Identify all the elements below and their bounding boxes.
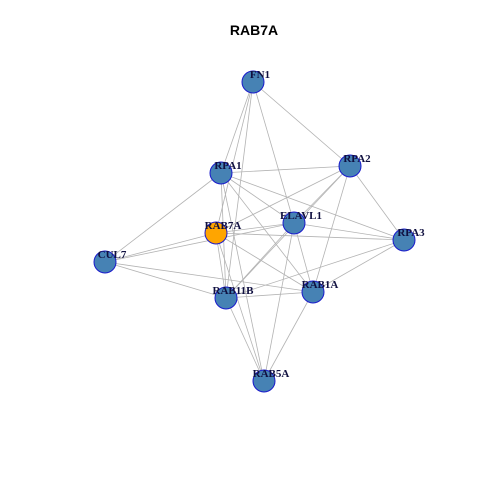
node-rab1a	[301, 280, 325, 304]
edge-rab7a-rpa3	[215, 232, 405, 241]
edge-rab1a-rab5a	[263, 291, 314, 382]
edge-rab7a-rab1a	[215, 232, 314, 293]
node-fn1	[241, 70, 265, 94]
edge-layer	[104, 81, 405, 382]
node-rab5a	[252, 369, 276, 393]
edge-rab7a-elavl1	[215, 222, 295, 234]
node-label-rab11b: RAB11B	[213, 285, 255, 297]
edge-rpa1-cul7	[104, 172, 222, 263]
node-label-rpa1: RPA1	[214, 160, 241, 172]
edge-fn1-rpa2	[252, 81, 351, 167]
edge-rpa1-rab1a	[220, 172, 314, 293]
chart-title: RAB7A	[230, 22, 278, 38]
edge-cul7-rab11b	[104, 261, 227, 299]
edge-rab11b-rab5a	[225, 297, 265, 382]
node-rab7a	[204, 221, 228, 245]
edge-fn1-elavl1	[252, 81, 295, 224]
node-rpa2	[338, 154, 362, 178]
edge-elavl1-rpa3	[293, 222, 405, 241]
node-label-rpa2: RPA2	[343, 153, 371, 165]
edge-fn1-rpa1	[220, 81, 254, 174]
edge-rpa3-rab1a	[312, 239, 405, 293]
node-label-rpa3: RPA3	[397, 227, 425, 239]
edge-rpa2-rab7a	[215, 165, 351, 234]
node-label-rab7a: RAB7A	[205, 220, 242, 232]
edge-rab7a-rab5a	[215, 232, 265, 382]
edge-rpa1-elavl1	[220, 172, 295, 224]
edge-rab11b-rab1a	[225, 291, 314, 299]
edge-elavl1-rab5a	[263, 222, 295, 382]
edge-rpa2-rpa1	[220, 165, 351, 174]
edge-rpa1-rab5a	[220, 172, 265, 382]
node-label-rab5a: RAB5A	[253, 368, 290, 380]
edge-elavl1-cul7	[104, 222, 295, 263]
edge-rpa2-rpa3	[349, 165, 405, 241]
edge-fn1-rab11b	[225, 81, 254, 299]
edge-rpa1-rpa3	[220, 172, 405, 241]
node-rab11b	[214, 286, 238, 310]
node-label-elavl1: ELAVL1	[280, 210, 322, 222]
edge-rpa3-rab11b	[225, 239, 405, 299]
edge-rab7a-cul7	[104, 232, 217, 263]
node-label-rab1a: RAB1A	[302, 279, 339, 291]
edge-cul7-rab1a	[104, 261, 314, 293]
node-rpa1	[209, 161, 233, 185]
node-elavl1	[282, 211, 306, 235]
edge-elavl1-rab1a	[293, 222, 314, 293]
edge-elavl1-rab11b	[225, 222, 295, 299]
node-label-cul7: CUL7	[98, 249, 127, 261]
node-rpa3	[392, 228, 416, 252]
node-label-fn1: FN1	[250, 69, 270, 81]
node-cul7	[93, 250, 117, 274]
edge-fn1-rab7a	[215, 81, 254, 234]
